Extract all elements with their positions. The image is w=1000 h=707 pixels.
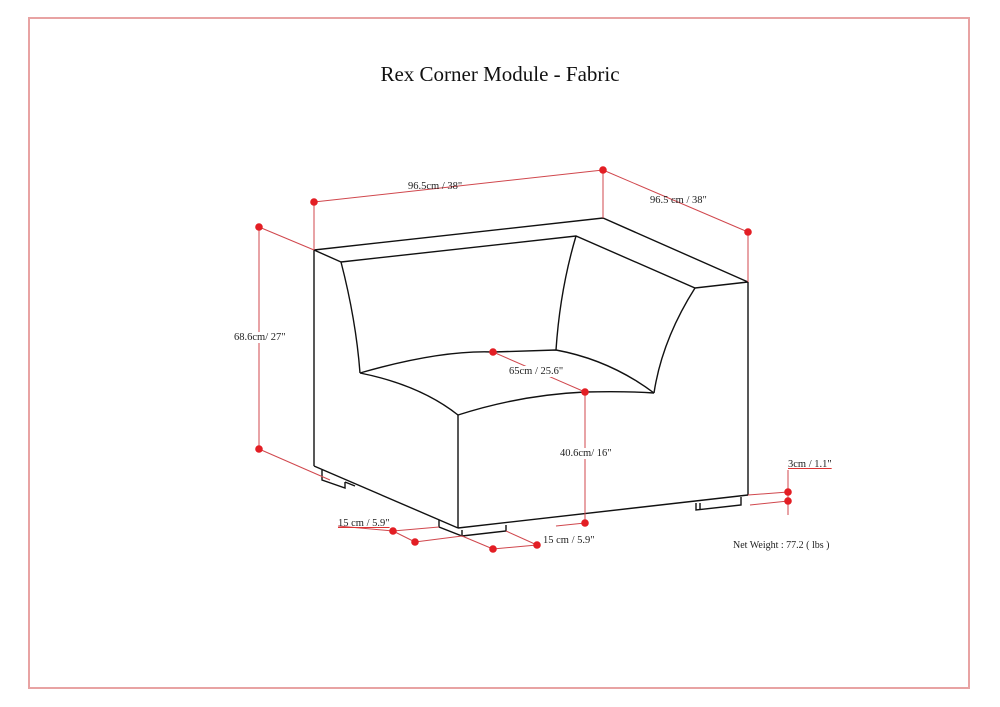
product-title: Rex Corner Module - Fabric	[380, 62, 620, 86]
dimension-dots	[255, 166, 792, 553]
leg-width-right-label: 15 cm / 5.9"	[543, 535, 595, 546]
leg-height-label: 3cm / 1.1"	[788, 459, 832, 470]
depth-dimension-label: 96.5 cm / 38"	[650, 195, 707, 206]
dimension-lines	[258, 169, 789, 550]
width-dimension-label: 96.5cm / 38"	[408, 181, 463, 192]
page-frame	[28, 17, 970, 689]
seat-depth-dimension-label: 65cm / 25.6"	[509, 366, 564, 377]
leg-width-left-label: 15 cm / 5.9"	[338, 518, 390, 529]
net-weight-label: Net Weight : 77.2 ( lbs )	[733, 540, 830, 551]
seat-height-dimension-label: 40.6cm/ 16"	[560, 448, 612, 459]
chair-outline	[313, 217, 749, 537]
height-dimension-label: 68.6cm/ 27"	[234, 332, 286, 343]
